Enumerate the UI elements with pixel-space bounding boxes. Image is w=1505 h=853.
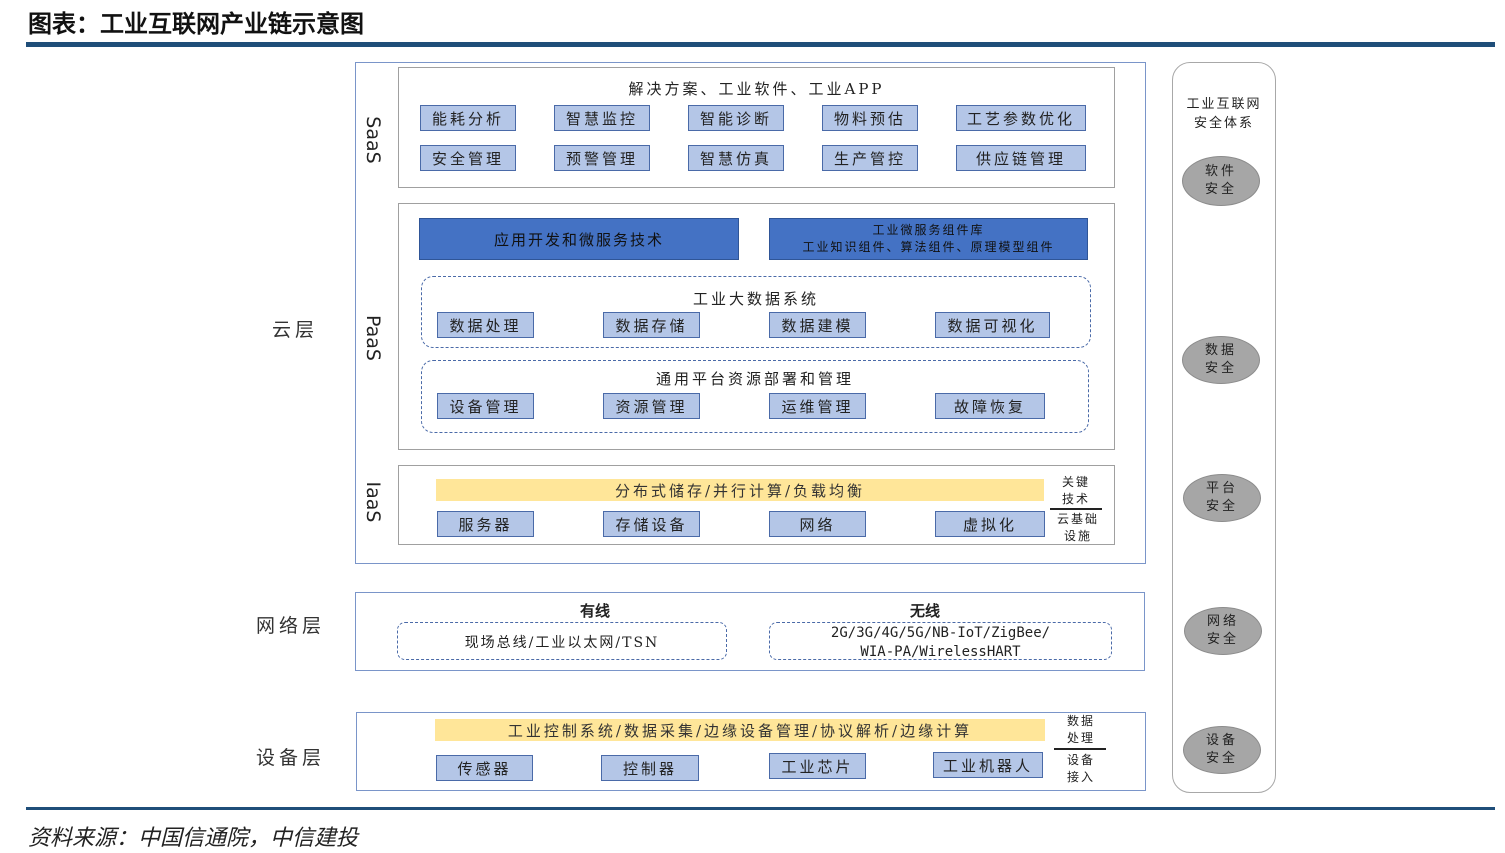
security-item-device: 设备安全	[1183, 726, 1261, 774]
wired-title: 有线	[579, 602, 610, 620]
security-item-data: 数据安全	[1182, 336, 1260, 384]
bigdata-item: 数据可视化	[935, 312, 1050, 338]
iaas-tech-bar-text: 分布式储存/并行计算/负载均衡	[614, 481, 866, 500]
oval-line: 设备	[1205, 733, 1238, 748]
saas-item: 智慧监控	[554, 105, 650, 131]
device-side-top-line: 处理	[1066, 731, 1095, 745]
oval-line: 数据	[1204, 343, 1237, 358]
saas-item: 能耗分析	[420, 105, 516, 131]
iaas-side-top-line: 关键	[1061, 475, 1090, 489]
device-side-divider	[1054, 748, 1106, 750]
layer-label-device: 设备层	[256, 747, 326, 769]
microservice-bar: 工业微服务组件库 工业知识组件、算法组件、原理模型组件	[769, 218, 1088, 260]
oval-line: 安全	[1205, 499, 1238, 514]
saas-item: 工艺参数优化	[956, 105, 1086, 131]
platform-item: 故障恢复	[935, 393, 1045, 419]
layer-label-network: 网络层	[256, 615, 326, 637]
device-side-bottom-line: 接入	[1066, 770, 1095, 784]
iaas-label: IaaS	[362, 481, 384, 523]
oval-line: 软件	[1204, 164, 1237, 179]
wireless-line2: WIA-PA/WirelessHART	[860, 644, 1021, 660]
device-side-bottom: 设备 接入	[1055, 752, 1107, 786]
saas-item: 安全管理	[420, 145, 516, 171]
saas-label: SaaS	[362, 116, 384, 164]
device-item: 控制器	[601, 755, 699, 781]
device-item: 传感器	[436, 755, 533, 781]
device-tech-bar-text: 工业控制系统/数据采集/边缘设备管理/协议解析/边缘计算	[507, 721, 973, 740]
device-item: 工业芯片	[769, 753, 866, 779]
saas-item: 生产管控	[822, 145, 918, 171]
platform-caption: 通用平台资源部署和管理	[655, 370, 854, 388]
iaas-side-top-line: 技术	[1061, 492, 1090, 506]
saas-item: 物料预估	[822, 105, 918, 131]
security-item-platform: 平台安全	[1183, 474, 1261, 522]
microservice-bar-line2: 工业知识组件、算法组件、原理模型组件	[802, 240, 1055, 254]
platform-group	[421, 360, 1089, 433]
iaas-item: 网络	[769, 511, 866, 537]
bigdata-group	[421, 276, 1091, 348]
iaas-side-bottom-line: 设施	[1063, 529, 1092, 543]
iaas-side-bottom: 云基础 设施	[1050, 511, 1106, 545]
device-side-bottom-line: 设备	[1066, 753, 1095, 767]
layer-label-cloud: 云层	[272, 319, 319, 341]
oval-line: 网络	[1206, 614, 1239, 629]
microservice-bar-line1: 工业微服务组件库	[872, 223, 985, 237]
iaas-item: 服务器	[437, 511, 534, 537]
security-item-software: 软件安全	[1182, 156, 1260, 206]
oval-line: 平台	[1205, 481, 1238, 496]
wired-group	[397, 622, 727, 660]
saas-item: 预警管理	[554, 145, 650, 171]
device-side-top: 数据 处理	[1055, 713, 1107, 747]
oval-line: 安全	[1205, 751, 1238, 766]
app-dev-bar-text: 应用开发和微服务技术	[493, 230, 664, 249]
oval-line: 安全	[1204, 182, 1237, 197]
oval-line: 安全	[1204, 361, 1237, 376]
iaas-side-bottom-line: 云基础	[1056, 512, 1099, 526]
wired-text: 现场总线/工业以太网/TSN	[464, 635, 660, 651]
iaas-tech-bar: 分布式储存/并行计算/负载均衡	[436, 479, 1044, 501]
source-rule	[26, 807, 1495, 810]
saas-caption: 解决方案、工业软件、工业APP	[628, 80, 885, 98]
security-item-network: 网络安全	[1184, 607, 1262, 655]
app-dev-bar: 应用开发和微服务技术	[419, 218, 739, 260]
device-item: 工业机器人	[933, 752, 1043, 778]
iaas-side-top: 关键 技术	[1050, 474, 1102, 508]
wireless-line1: 2G/3G/4G/5G/NB-IoT/ZigBee/	[830, 625, 1051, 641]
security-title-line2: 安全体系	[1193, 116, 1254, 131]
security-title-line1: 工业互联网	[1186, 97, 1262, 112]
saas-item: 智能诊断	[688, 105, 784, 131]
saas-item: 智慧仿真	[688, 145, 784, 171]
platform-item: 设备管理	[437, 393, 534, 419]
wireless-group	[769, 622, 1112, 660]
bigdata-item: 数据建模	[769, 312, 866, 338]
platform-item: 运维管理	[769, 393, 866, 419]
title-rule	[26, 42, 1495, 47]
source-note: 资料来源：中国信通院，中信建投	[28, 826, 359, 851]
paas-label: PaaS	[362, 315, 384, 361]
saas-item: 供应链管理	[956, 145, 1086, 171]
network-layer-box	[355, 592, 1145, 671]
iaas-item: 存储设备	[603, 511, 700, 537]
device-tech-bar: 工业控制系统/数据采集/边缘设备管理/协议解析/边缘计算	[435, 719, 1045, 741]
oval-line: 安全	[1206, 632, 1239, 647]
bigdata-item: 数据处理	[437, 312, 534, 338]
wireless-title: 无线	[909, 602, 940, 620]
bigdata-caption: 工业大数据系统	[692, 290, 819, 308]
iaas-item: 虚拟化	[935, 511, 1045, 537]
security-title: 工业互联网 安全体系	[1172, 95, 1276, 133]
iaas-side-divider	[1050, 508, 1102, 510]
device-side-top-line: 数据	[1066, 714, 1095, 728]
platform-item: 资源管理	[603, 393, 700, 419]
wireless-text: 2G/3G/4G/5G/NB-IoT/ZigBee/ WIA-PA/Wirele…	[769, 624, 1112, 662]
figure-title: 图表：工业互联网产业链示意图	[28, 10, 364, 38]
bigdata-item: 数据存储	[603, 312, 700, 338]
